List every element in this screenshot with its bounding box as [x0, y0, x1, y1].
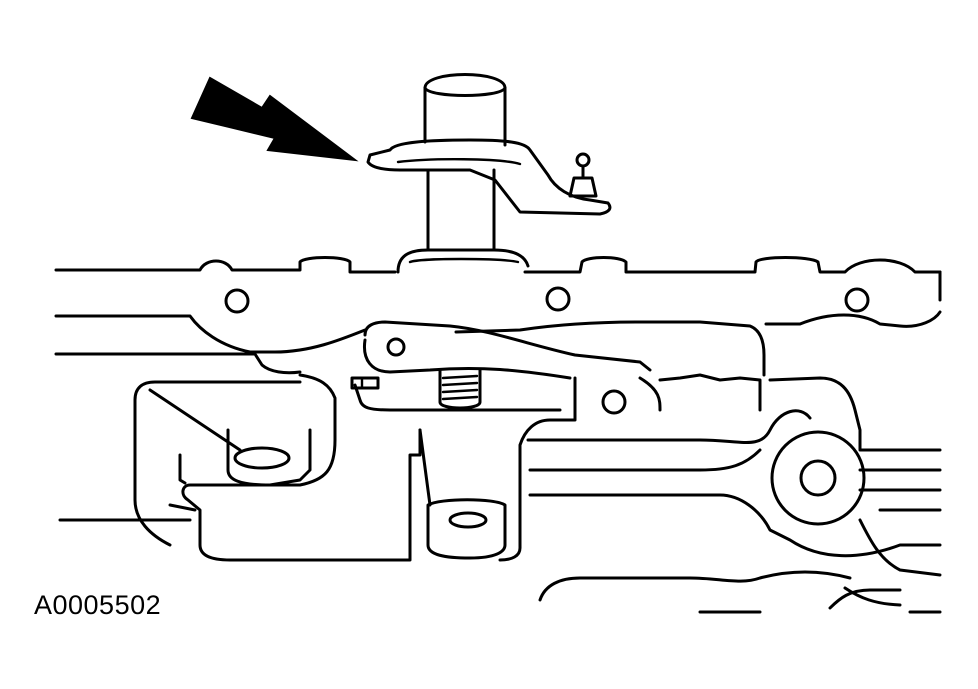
center-boss: [418, 428, 507, 560]
pointer-arrow: [190, 76, 359, 162]
bolt-hole-center: [545, 286, 571, 312]
bolt-holes: [224, 286, 870, 314]
large-boss-right: [770, 430, 866, 526]
threaded-bolt: [438, 368, 482, 410]
check-ball: [601, 389, 627, 415]
valve-body-outline: [54, 256, 942, 377]
internal-passages-left: [58, 373, 422, 562]
linkage-plate: [362, 320, 652, 380]
bolt-hole-left: [224, 288, 250, 314]
connector-tip: [568, 152, 598, 198]
solenoid-cylinder: [396, 73, 530, 274]
small-pin: [350, 376, 380, 390]
bolt-hole-right: [844, 287, 870, 313]
retaining-bracket: [366, 138, 612, 216]
figure-id-label: A0005502: [34, 590, 162, 620]
internal-passages-right: [353, 373, 942, 577]
lower-passages: [538, 570, 942, 614]
